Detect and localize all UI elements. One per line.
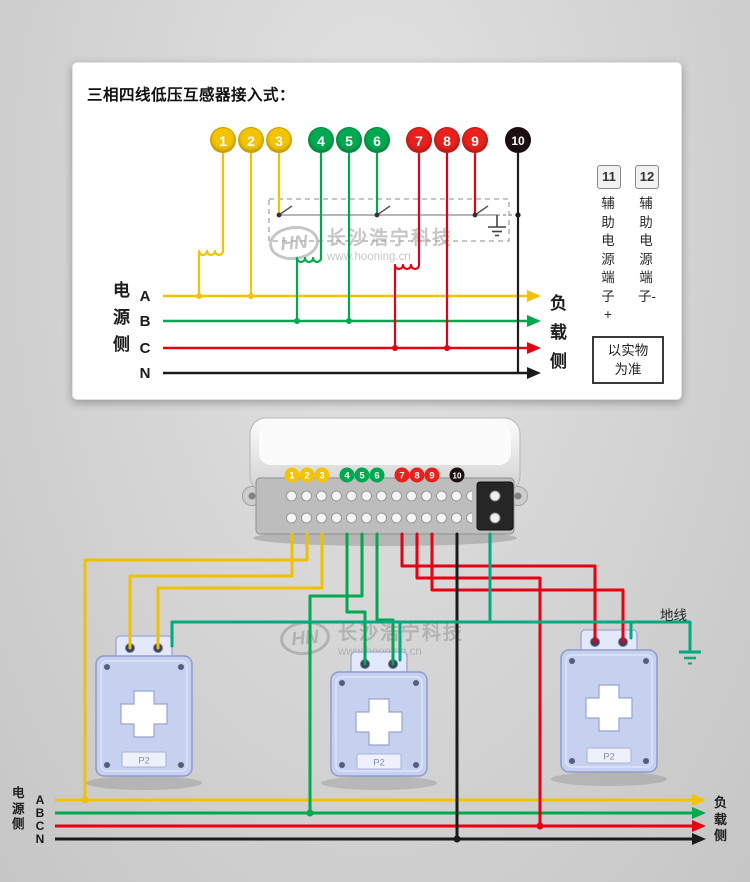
load-side-label: 负载侧 bbox=[550, 294, 567, 371]
svg-text:8: 8 bbox=[414, 471, 419, 482]
ct-window bbox=[585, 684, 633, 732]
schematic-panel: 三相四线低压互感器接入式： HN 长沙浩宁科技 www.hooning.cn 1… bbox=[72, 62, 682, 400]
svg-text:2: 2 bbox=[304, 471, 309, 482]
bus-arrow-icons bbox=[527, 290, 541, 379]
ground-label: 地线 bbox=[660, 608, 687, 623]
phase-a-wires bbox=[197, 153, 281, 296]
bus-lines bbox=[163, 294, 527, 375]
phase-a-label-bottom: A bbox=[35, 793, 45, 807]
note-text: 以实物为准 bbox=[607, 343, 649, 377]
bus-lines-bottom bbox=[55, 798, 692, 841]
bus-arrow-icons-bottom bbox=[692, 794, 706, 845]
terminal-number-dots: 1 2 3 4 5 6 7 8 9 10 bbox=[284, 467, 465, 483]
terminal-badge-6: 6 bbox=[364, 127, 390, 153]
ct-left: P2 bbox=[86, 635, 202, 790]
terminal-block: 1 2 3 4 5 6 7 8 9 10 bbox=[242, 417, 528, 546]
terminal-badge-2: 2 bbox=[238, 127, 264, 153]
svg-text:6: 6 bbox=[374, 471, 379, 482]
junction-dots bbox=[196, 212, 521, 351]
ct-coil-c bbox=[393, 153, 421, 348]
ct-window bbox=[355, 698, 403, 746]
phase-b-label-bottom: B bbox=[35, 806, 45, 820]
terminal-badge-9: 9 bbox=[462, 127, 488, 153]
phase-c-label-bottom: C bbox=[35, 819, 45, 833]
junction-dots-bottom bbox=[81, 796, 544, 843]
terminal-badge-4: 4 bbox=[308, 127, 334, 153]
phase-b-wires bbox=[295, 153, 379, 321]
phase-c-cables bbox=[400, 532, 625, 828]
phase-b-cables bbox=[308, 532, 395, 815]
ct-right: P2 bbox=[551, 629, 667, 786]
installation-drawing: P2 P2 P2 bbox=[55, 417, 706, 845]
terminal-screws bbox=[284, 484, 472, 528]
terminal-badge-5: 5 bbox=[336, 127, 362, 153]
aux-terminal-11-label: 辅助电源端子+ bbox=[601, 196, 615, 322]
svg-text:7: 7 bbox=[399, 471, 404, 482]
phase-c-label: C bbox=[139, 340, 151, 357]
panel-title: 三相四线低压互感器接入式： bbox=[87, 87, 296, 104]
aux-terminal-12-label: 辅助电源端子- bbox=[638, 196, 656, 304]
ct-window bbox=[120, 690, 168, 738]
phase-a-cables bbox=[83, 532, 324, 802]
load-side-label-bottom: 负载侧 bbox=[714, 795, 728, 843]
terminal-badge-10: 10 bbox=[505, 127, 531, 153]
source-side-label: 电源侧 bbox=[113, 281, 130, 354]
svg-text:9: 9 bbox=[429, 471, 434, 482]
source-side-label-bottom: 电源侧 bbox=[12, 786, 25, 831]
ground-cables bbox=[170, 532, 692, 662]
neutral-label: N bbox=[139, 365, 151, 382]
neutral-label-bottom: N bbox=[35, 832, 45, 846]
terminal-badge-1: 1 bbox=[210, 127, 236, 153]
phase-c-wires bbox=[393, 153, 477, 348]
terminal-badge-3: 3 bbox=[266, 127, 292, 153]
phase-b-label: B bbox=[139, 313, 151, 330]
svg-text:3: 3 bbox=[319, 471, 324, 482]
svg-text:5: 5 bbox=[359, 471, 365, 482]
terminal-badge-7: 7 bbox=[406, 127, 432, 153]
ct-coil-a bbox=[197, 153, 225, 296]
note-box: 以实物为准 bbox=[592, 336, 664, 384]
ground-icon bbox=[679, 650, 701, 665]
ct-coil-b bbox=[295, 153, 323, 321]
schematic-drawing bbox=[163, 153, 541, 379]
svg-text:4: 4 bbox=[344, 471, 350, 482]
meter-dashed-box bbox=[268, 198, 510, 242]
ground-icon bbox=[488, 215, 506, 237]
ct-label: P2 bbox=[603, 752, 615, 763]
svg-text:1: 1 bbox=[289, 471, 295, 482]
aux-terminal-12: 12 bbox=[635, 165, 659, 189]
ct-label: P2 bbox=[138, 756, 150, 767]
svg-text:10: 10 bbox=[453, 472, 462, 481]
contact-ticks bbox=[278, 205, 489, 216]
ct-label: P2 bbox=[373, 758, 385, 769]
phase-a-label: A bbox=[139, 288, 151, 305]
earth-terminal-block bbox=[476, 481, 514, 531]
ct-middle: P2 bbox=[321, 651, 437, 790]
terminal-badge-8: 8 bbox=[434, 127, 460, 153]
aux-terminal-11: 11 bbox=[597, 165, 621, 189]
